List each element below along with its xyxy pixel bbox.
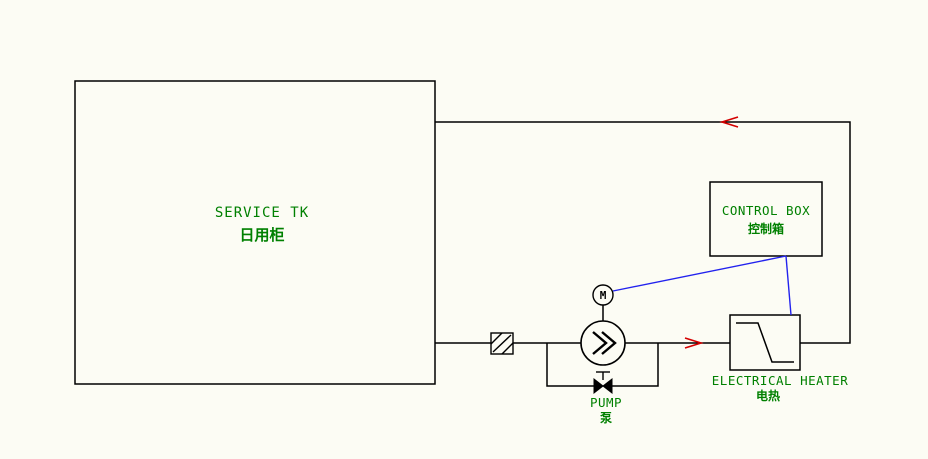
bypass-pipe-left — [546, 343, 594, 387]
flow-arrow-discharge — [684, 337, 704, 349]
control-line-to-heater — [785, 255, 792, 316]
flow-arrow-return — [719, 116, 739, 128]
motor-icon: M — [592, 284, 614, 306]
motor-label: M — [600, 289, 607, 302]
equipment-labels: SERVICE TK 日用柜 CONTROL BOX 控制箱 ELECTRICA… — [215, 203, 848, 425]
control-line-to-motor — [612, 255, 787, 292]
strainer-icon — [490, 332, 514, 355]
control-box-outline — [709, 181, 823, 257]
pump-icon — [580, 320, 626, 366]
heater-label: ELECTRICAL HEATER — [712, 373, 848, 388]
flow-arrows — [684, 116, 739, 349]
control-box-label: CONTROL BOX — [722, 203, 810, 218]
bypass-pipe-right — [612, 343, 659, 387]
tank-label-zh: 日用柜 — [239, 226, 284, 244]
electrical-heater-icon — [729, 314, 801, 371]
tank-label: SERVICE TK — [215, 205, 309, 221]
heater-label-zh: 电热 — [756, 388, 780, 403]
control-signal-lines — [612, 255, 792, 316]
piping-lines — [74, 80, 851, 387]
pump-label: PUMP — [590, 395, 622, 410]
pump-label-zh: 泵 — [600, 411, 612, 425]
control-box-label-zh: 控制箱 — [748, 221, 784, 236]
return-pipe — [435, 121, 851, 344]
bypass-valve-icon — [593, 371, 613, 395]
service-tank-outline — [74, 80, 436, 385]
